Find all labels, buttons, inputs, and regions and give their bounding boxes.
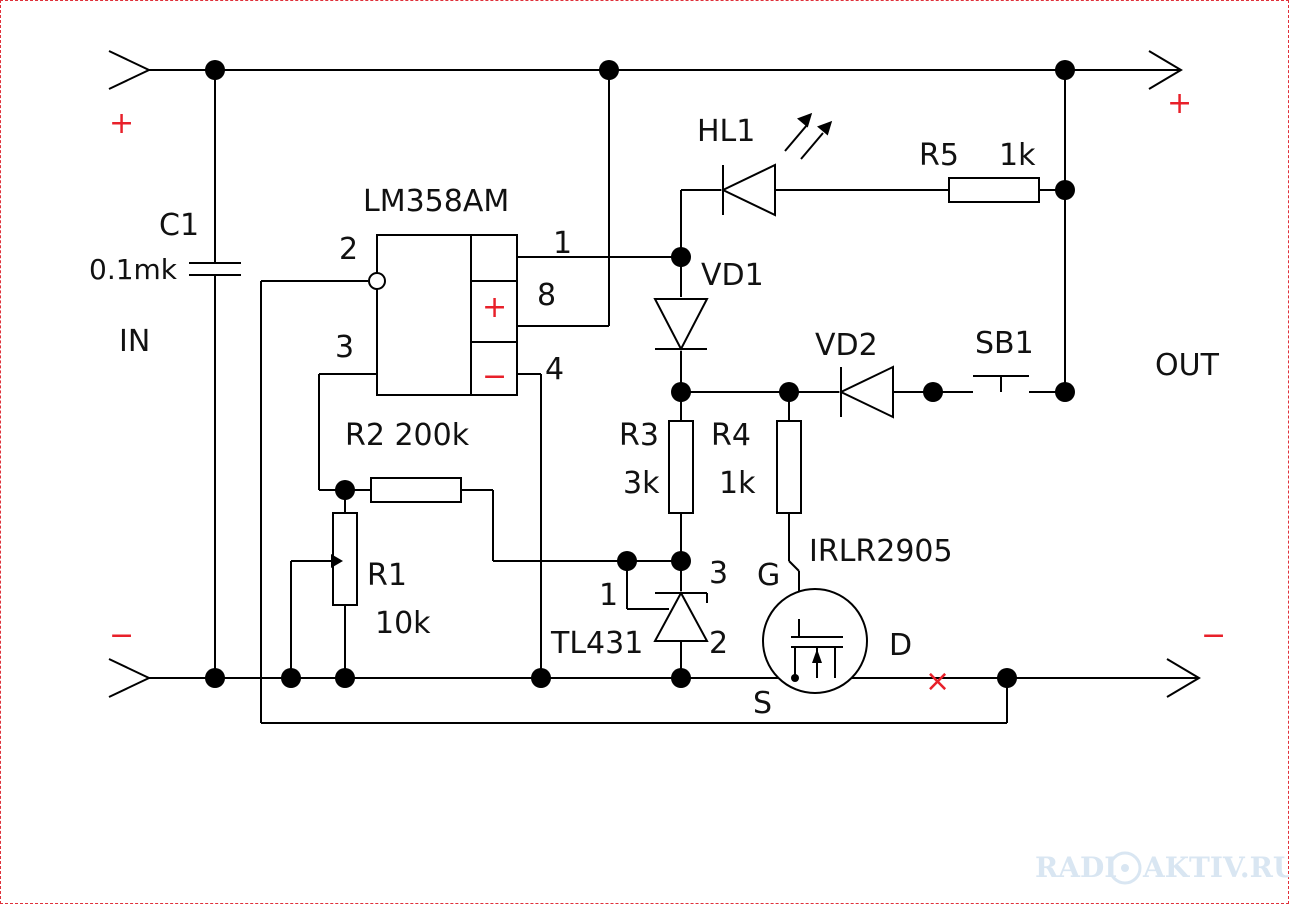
mosfet-source-label: S [753, 686, 772, 721]
vd1-label: VD1 [701, 258, 764, 293]
ic-name-label: LM358AM [363, 184, 509, 219]
output-label: OUT [1155, 348, 1220, 383]
r1-value-label: 10k [375, 606, 431, 641]
tl431-pin3-label: 3 [709, 556, 728, 591]
watermark-text-right: AKTIV.RU [1142, 851, 1289, 884]
diode-vd1 [653, 298, 709, 352]
mosfet-name-label: IRLR2905 [809, 534, 953, 569]
mosfet-gate-label: G [757, 558, 780, 593]
zener-tl431 [653, 590, 709, 642]
r3-value-label: 3k [623, 466, 660, 501]
ic-pin4-label: 4 [545, 352, 564, 387]
output-minus-label: − [1201, 618, 1226, 653]
c1-value-label: 0.1mk [89, 253, 178, 286]
ic-plus-label: + [482, 290, 507, 325]
ic-minus-label: − [482, 359, 507, 394]
led-hl1 [720, 112, 833, 217]
input-minus-label: − [109, 618, 134, 653]
r3-name-label: R3 [619, 418, 659, 453]
junction-dots [205, 60, 1075, 688]
vd2-label: VD2 [815, 328, 878, 363]
r4-value-label: 1k [719, 466, 756, 501]
switch-sb1 [973, 375, 1029, 392]
tl431-name-label: TL431 [550, 626, 643, 661]
c1-name-label: C1 [159, 208, 199, 243]
ic-pin3-label: 3 [335, 330, 354, 365]
capacitor-c1 [189, 262, 241, 276]
radiation-icon [1108, 851, 1142, 885]
r5-name-label: R5 [919, 138, 959, 173]
potentiometer-wiper [319, 554, 343, 568]
resistor-r3 [668, 420, 694, 514]
tl431-pin1-label: 1 [599, 578, 618, 613]
resistor-r4 [776, 420, 802, 514]
mosfet-drain-label: D [889, 628, 912, 663]
input-plus-label: + [109, 106, 134, 141]
r4-name-label: R4 [711, 418, 751, 453]
output-plus-label: + [1167, 86, 1192, 121]
terminal-arrows [108, 50, 1201, 698]
r2-label: R2 200k [345, 418, 470, 453]
r1-name-label: R1 [367, 558, 407, 593]
input-label: IN [119, 324, 150, 359]
tl431-pin2-label: 2 [709, 626, 728, 661]
r5-value-label: 1k [999, 138, 1036, 173]
ic-lm358am [368, 234, 518, 396]
diode-vd2 [838, 365, 894, 419]
watermark: RADI AKTIV.RU [1035, 851, 1289, 885]
watermark-text-left: RADI [1035, 851, 1117, 884]
ic-pin8-label: 8 [537, 278, 556, 313]
hl1-label: HL1 [697, 114, 755, 149]
ic-pin1-label: 1 [553, 226, 572, 261]
mosfet-irlr2905 [762, 588, 868, 694]
ic-pin2-label: 2 [339, 232, 358, 267]
sb1-label: SB1 [975, 326, 1034, 361]
resistor-r5 [948, 177, 1040, 203]
resistor-r1 [332, 512, 358, 606]
cut-mark: × [925, 664, 950, 699]
wires [149, 69, 1199, 724]
resistor-r2 [370, 477, 462, 503]
